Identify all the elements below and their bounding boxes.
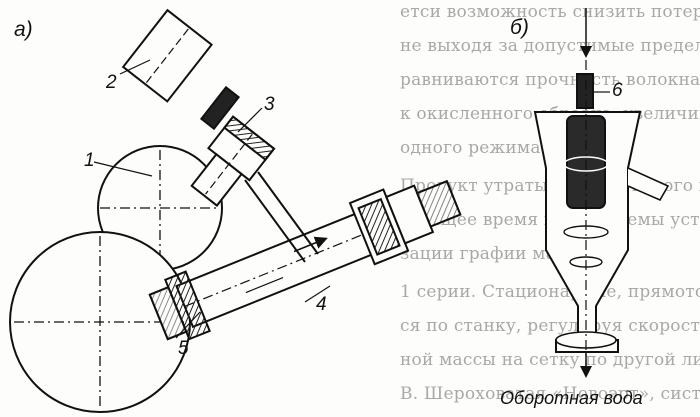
bg-line: одного режима. bbox=[400, 138, 547, 158]
bg-line: ной массы на сетку по другой линии [сист… bbox=[400, 350, 700, 370]
panel-b-drawing bbox=[533, 8, 670, 380]
panel-a-label: а) bbox=[14, 18, 33, 41]
panel-a-drawing bbox=[9, 8, 462, 413]
body-4 bbox=[148, 179, 462, 341]
bg-line: ся по станку, регулируя скорость работы … bbox=[400, 316, 700, 336]
panel-b-label: б) bbox=[510, 16, 529, 39]
part-label-3: 3 bbox=[264, 94, 275, 115]
bg-line: етси возможность снизить потери сырья на… bbox=[400, 2, 700, 22]
part-label-1: 1 bbox=[84, 150, 95, 171]
hydrocyclone-body bbox=[533, 111, 642, 353]
shaft bbox=[199, 85, 241, 131]
bg-line: 1 серии. Стационарные, прямоточные рабоч… bbox=[400, 282, 700, 302]
bg-line: равниваются прочность волокна, его приро… bbox=[400, 70, 700, 90]
bg-line: В. Шероховатая «Новоэрт», система «Ддше bbox=[400, 384, 700, 404]
part-label-4: 4 bbox=[316, 294, 327, 315]
element-6 bbox=[576, 73, 594, 109]
part-label-2: 2 bbox=[106, 72, 117, 93]
part-label-5: 5 bbox=[178, 338, 189, 359]
motor-2 bbox=[121, 8, 214, 103]
part-label-6: 6 bbox=[612, 80, 623, 101]
coupling-3 bbox=[190, 115, 276, 207]
bg-line: не выходя за допустимые пределы. Кроме т… bbox=[400, 36, 700, 56]
caption-recycled-water: Оборотная вода bbox=[500, 388, 643, 408]
